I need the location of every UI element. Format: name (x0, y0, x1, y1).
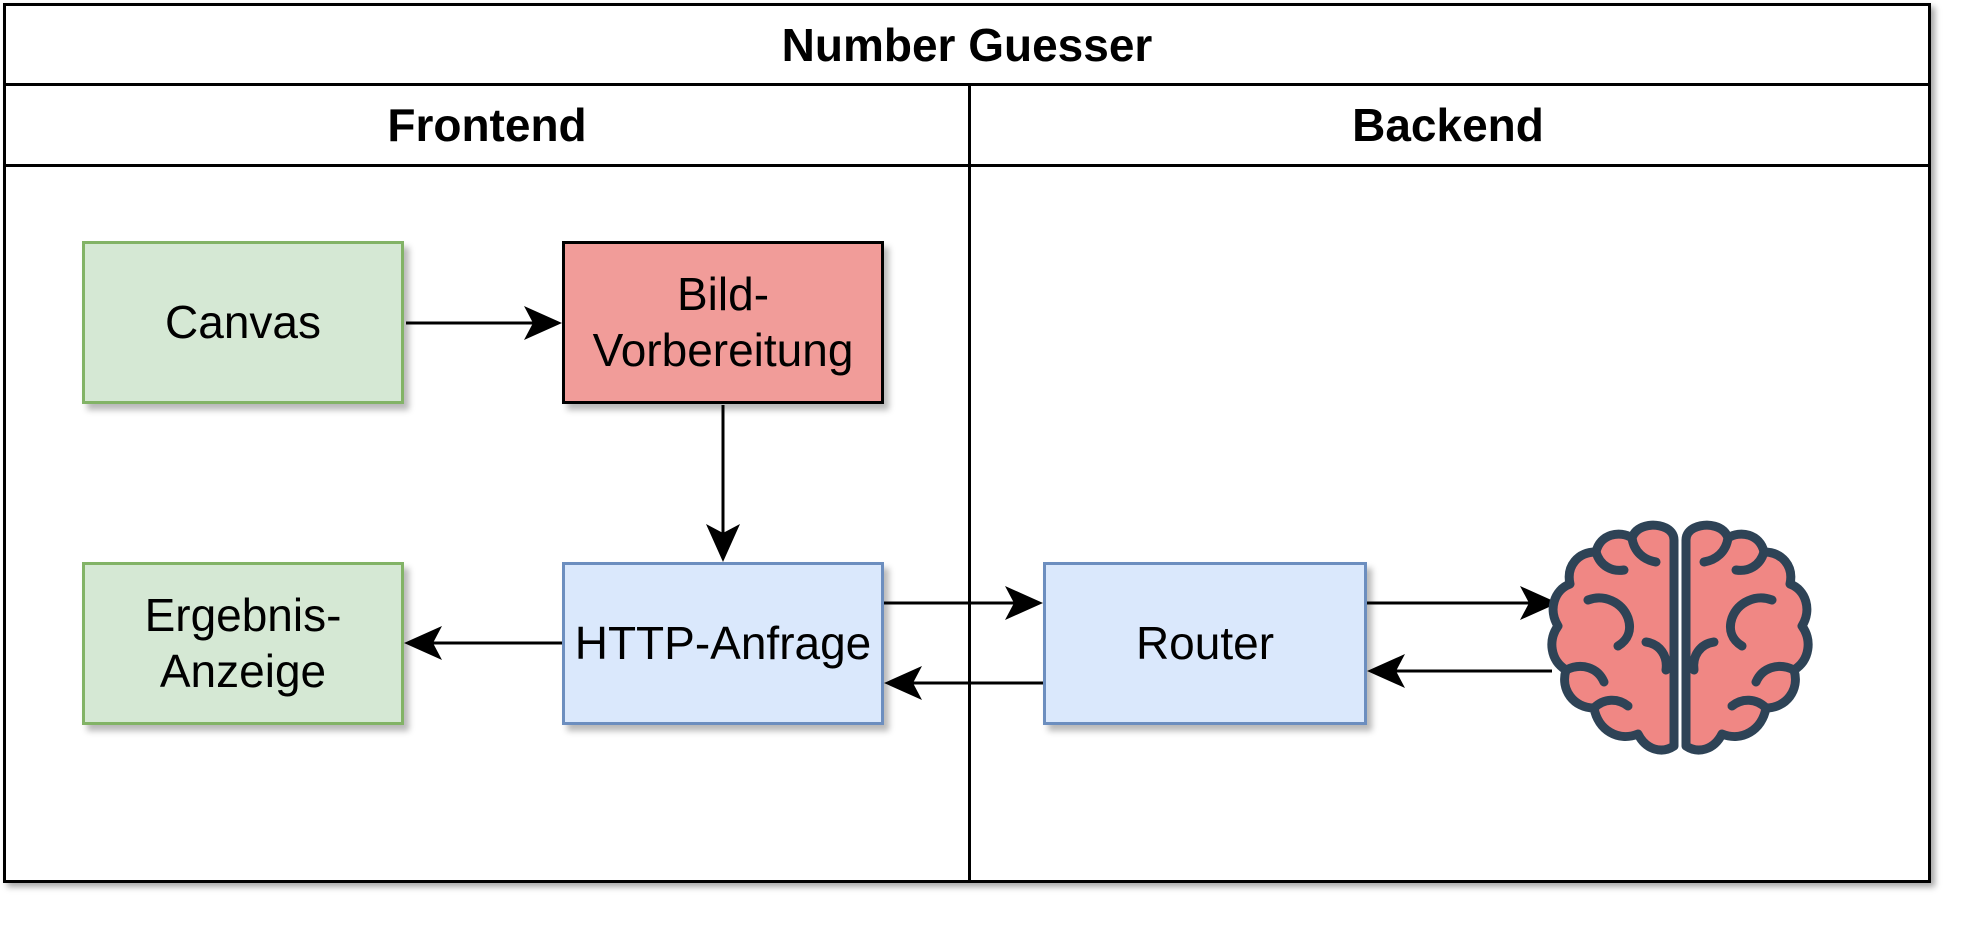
arrow-http-to-router (884, 586, 1043, 620)
arrow-router-to-http (884, 666, 1043, 700)
bild-label-line1: Bild- (676, 268, 770, 321)
lane-header-frontend: Frontend (6, 86, 968, 167)
canvas-node: Canvas (82, 241, 404, 404)
ergebnis-anzeige-node: Ergebnis- Anzeige (82, 562, 404, 725)
ergebnis-label-line2: Anzeige (159, 644, 327, 697)
brain-icon (1547, 520, 1813, 755)
canvas-label: Canvas (165, 295, 321, 348)
diagram-title: Number Guesser (6, 6, 1928, 86)
arrow-canvas-to-bild (406, 306, 562, 340)
bild-label-line2: Vorbereitung (592, 323, 854, 376)
lane-divider (968, 86, 971, 880)
arrow-model-to-router (1367, 654, 1552, 688)
ergebnis-label-line1: Ergebnis- (144, 589, 342, 642)
arrow-bild-to-http (706, 405, 740, 562)
lane-header-backend: Backend (968, 86, 1928, 167)
arrow-http-to-ergebnis (404, 626, 562, 660)
http-anfrage-node: HTTP-Anfrage (562, 562, 884, 725)
http-label: HTTP-Anfrage (574, 616, 872, 669)
diagram-frame: Number Guesser Frontend Backend (3, 3, 1931, 883)
bild-vorbereitung-node: Bild- Vorbereitung (562, 241, 884, 404)
router-label: Router (1135, 616, 1275, 669)
router-node: Router (1043, 562, 1367, 725)
arrow-router-to-model (1367, 586, 1558, 620)
